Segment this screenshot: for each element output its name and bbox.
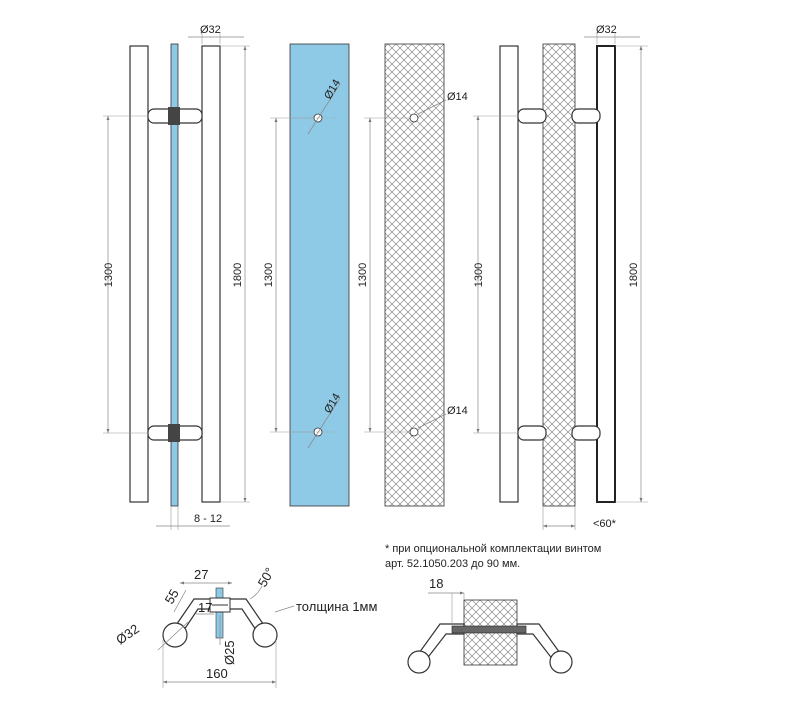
- upper-bolt: [168, 107, 180, 125]
- threaded-rod: [451, 625, 527, 634]
- glass-edge-plan: [215, 587, 224, 639]
- dim-1800-view4: 1800: [628, 263, 640, 287]
- dim-d32-plan: Ø32: [113, 621, 142, 647]
- left-bar: [129, 45, 149, 503]
- material-thickness: толщина 1мм: [296, 599, 377, 614]
- upper-standoff-left-wood: [517, 108, 547, 124]
- dim-160: 160: [206, 666, 228, 681]
- lower-hole-wood: [409, 427, 419, 437]
- note-line-1: * при опциональной комплектации винтом: [385, 543, 601, 555]
- view-wood-handle-side: 1300 1800 Ø32 <60*: [473, 24, 648, 530]
- view-plan-glass: 27 55 17 Ø32 50° Ø25 толщина 1мм 160: [113, 565, 377, 688]
- dim-1800-view1: 1800: [232, 263, 244, 287]
- right-grip-wood: [549, 650, 573, 674]
- view-wood-door-front: Ø14 Ø14 1300: [357, 43, 468, 507]
- dim-1300-view3: 1300: [357, 263, 369, 287]
- right-bar: [201, 45, 221, 503]
- view-glass-panel-front: Ø14 Ø14 1300: [263, 43, 350, 507]
- view-plan-wood: 18: [407, 576, 573, 674]
- dim-18: 18: [429, 576, 443, 591]
- upper-standoff-right-wood: [571, 108, 601, 124]
- dim-55: 55: [162, 586, 182, 606]
- view-glass-handle-side: 1300 1800 Ø32 8 - 12: [103, 24, 250, 530]
- left-bar-wood: [499, 45, 519, 503]
- wood-door-edge: [542, 43, 576, 507]
- note-line-2: арт. 52.1050.203 до 90 мм.: [385, 558, 520, 570]
- dim-d32-view1: Ø32: [200, 24, 221, 36]
- dim-d14-lower-wood: Ø14: [447, 405, 468, 417]
- lower-bolt: [168, 424, 180, 442]
- dim-glass-thickness: 8 - 12: [194, 513, 222, 525]
- dim-17: 17: [198, 600, 212, 615]
- dim-27: 27: [194, 567, 208, 582]
- dim-d14-upper-wood: Ø14: [447, 91, 468, 103]
- right-bar-wood: [596, 45, 616, 503]
- dim-wood-max: <60*: [593, 518, 617, 530]
- dim-1300-view2: 1300: [263, 263, 275, 287]
- dim-d32-view4: Ø32: [596, 24, 617, 36]
- lower-standoff-right-wood: [571, 425, 601, 441]
- dim-angle-50: 50°: [255, 565, 278, 590]
- glass-panel-edge: [170, 43, 179, 507]
- lower-standoff-left-wood: [517, 425, 547, 441]
- right-grip: [252, 622, 278, 648]
- wood-panel: [384, 43, 445, 507]
- dim-d25: Ø25: [222, 640, 237, 665]
- dim-1300-view4: 1300: [473, 263, 485, 287]
- left-grip-wood: [407, 650, 431, 674]
- upper-hole-wood: [409, 113, 419, 123]
- dim-1300-view1: 1300: [103, 263, 115, 287]
- glass-panel: [289, 43, 350, 507]
